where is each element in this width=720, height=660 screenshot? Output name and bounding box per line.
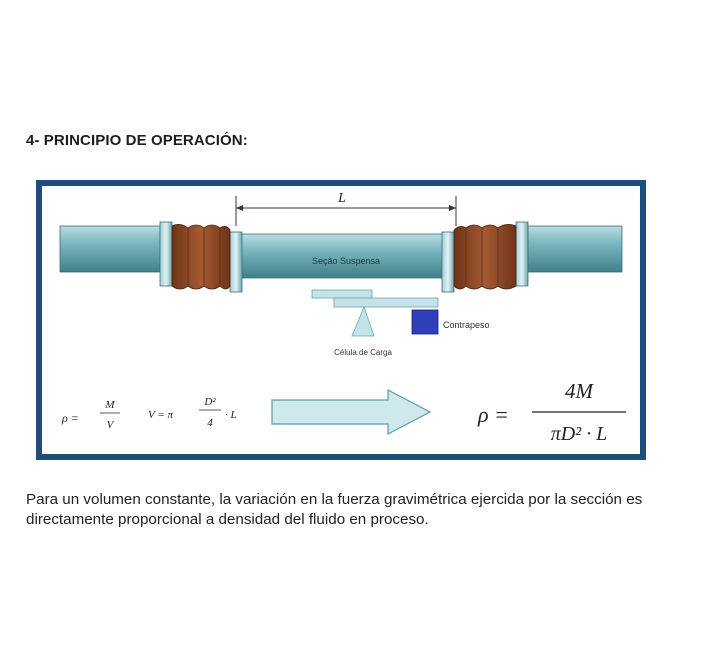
- left-bellows: [171, 224, 231, 290]
- flange-right-inner: [441, 231, 455, 293]
- counterweight-block: [411, 309, 439, 335]
- formula-density-num: M: [104, 399, 115, 411]
- formula-volume-lhs: V = π: [148, 409, 173, 421]
- counterweight-label: Contrapeso: [443, 320, 490, 330]
- formula-density: ρ = M V: [61, 399, 120, 431]
- formula-volume-tail: · L: [225, 409, 237, 421]
- explanation-paragraph: Para un volumen constante, la variación …: [26, 491, 643, 528]
- formula-result-num: 4M: [565, 379, 595, 403]
- formula-volume-num: D²: [203, 396, 216, 408]
- suspended-pipe: [237, 233, 451, 279]
- suspended-section-label: Seção Suspensa: [312, 256, 380, 266]
- left-pipe: [59, 225, 161, 273]
- length-dimension: L: [235, 191, 457, 226]
- flange-left-outer: [159, 221, 173, 287]
- flange-left-inner: [229, 231, 243, 293]
- support-plate-top: [311, 289, 373, 299]
- formula-volume: V = π D² 4 · L: [148, 396, 237, 429]
- diagram-svg: L Seção Suspensa Contrapeso Célula de Ca…: [59, 191, 626, 445]
- section-heading: 4- PRINCIPIO DE OPERACIÓN:: [26, 132, 248, 149]
- right-bellows: [453, 224, 517, 290]
- formula-result-lhs: ρ =: [477, 402, 509, 427]
- support-beam: [333, 297, 439, 308]
- load-cell-icon: [351, 305, 375, 337]
- formula-density-lhs: ρ =: [61, 411, 79, 425]
- formula-density-den: V: [107, 419, 115, 431]
- right-pipe: [527, 225, 623, 273]
- flange-right-outer: [515, 221, 529, 287]
- right-arrow-icon: [271, 389, 432, 435]
- length-label: L: [337, 191, 346, 206]
- operation-diagram: L Seção Suspensa Contrapeso Célula de Ca…: [36, 180, 646, 460]
- load-cell-label: Célula de Carga: [334, 348, 392, 357]
- formula-volume-den: 4: [207, 417, 213, 429]
- formula-result: ρ = 4M πD² · L: [477, 379, 626, 445]
- formula-result-den: πD² · L: [551, 423, 608, 445]
